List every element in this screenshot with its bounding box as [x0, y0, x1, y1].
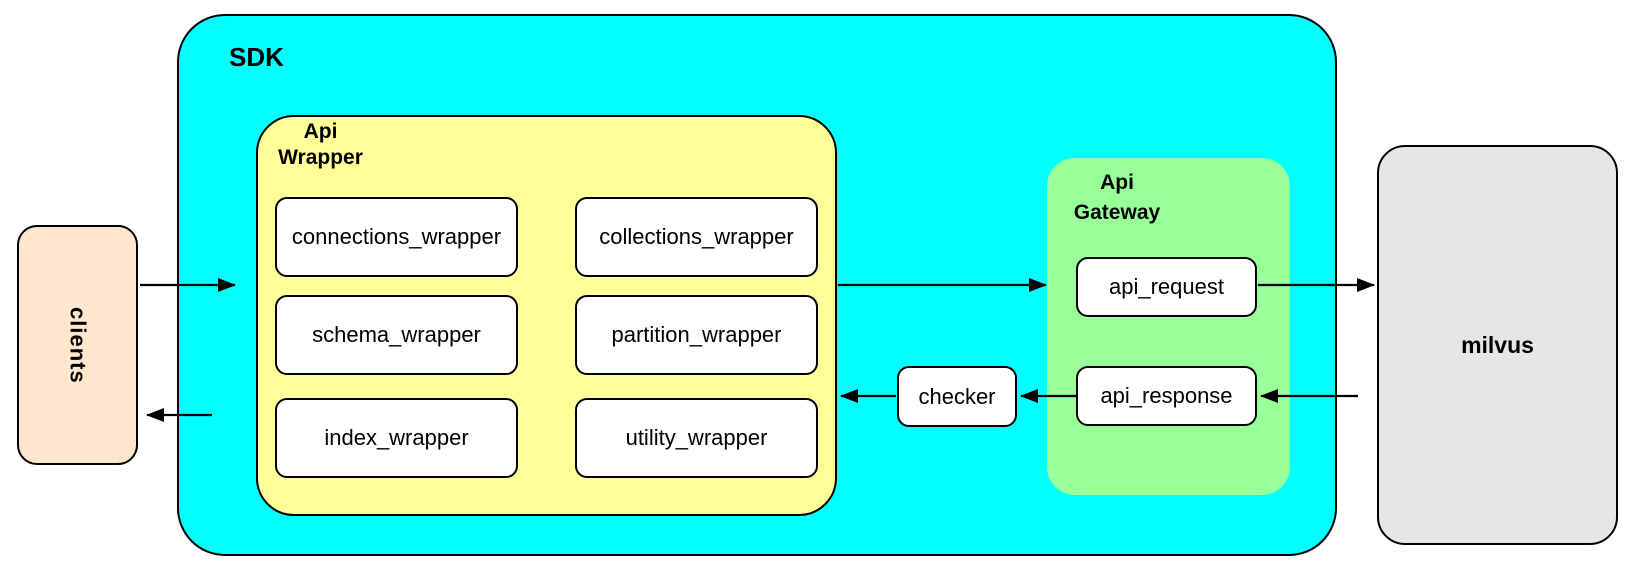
- node-utility-wrapper: utility_wrapper: [575, 398, 818, 478]
- node-partition-wrapper: partition_wrapper: [575, 295, 818, 375]
- clients-label: clients: [65, 306, 91, 384]
- node-api-request: api_request: [1076, 257, 1257, 317]
- node-api-response: api_response: [1076, 366, 1257, 426]
- node-collections-wrapper: collections_wrapper: [575, 197, 818, 277]
- api-gateway-label: Api Gateway: [1073, 171, 1161, 224]
- milvus-label: milvus: [1461, 331, 1534, 358]
- container-api-gateway: Api Gateway api_request api_response: [1047, 158, 1290, 495]
- api-wrapper-label: Api Wrapper: [278, 120, 363, 169]
- node-connections-wrapper: connections_wrapper: [275, 197, 518, 277]
- node-schema-wrapper: schema_wrapper: [275, 295, 518, 375]
- node-index-wrapper: index_wrapper: [275, 398, 518, 478]
- container-api-wrapper: Api Wrapper connections_wrapper collecti…: [256, 115, 837, 516]
- node-checker: checker: [897, 366, 1017, 427]
- sdk-label: SDK: [229, 42, 284, 72]
- node-milvus: milvus: [1377, 145, 1618, 545]
- node-clients: clients: [17, 225, 138, 465]
- container-sdk: SDK Api Wrapper connections_wrapper coll…: [177, 14, 1337, 556]
